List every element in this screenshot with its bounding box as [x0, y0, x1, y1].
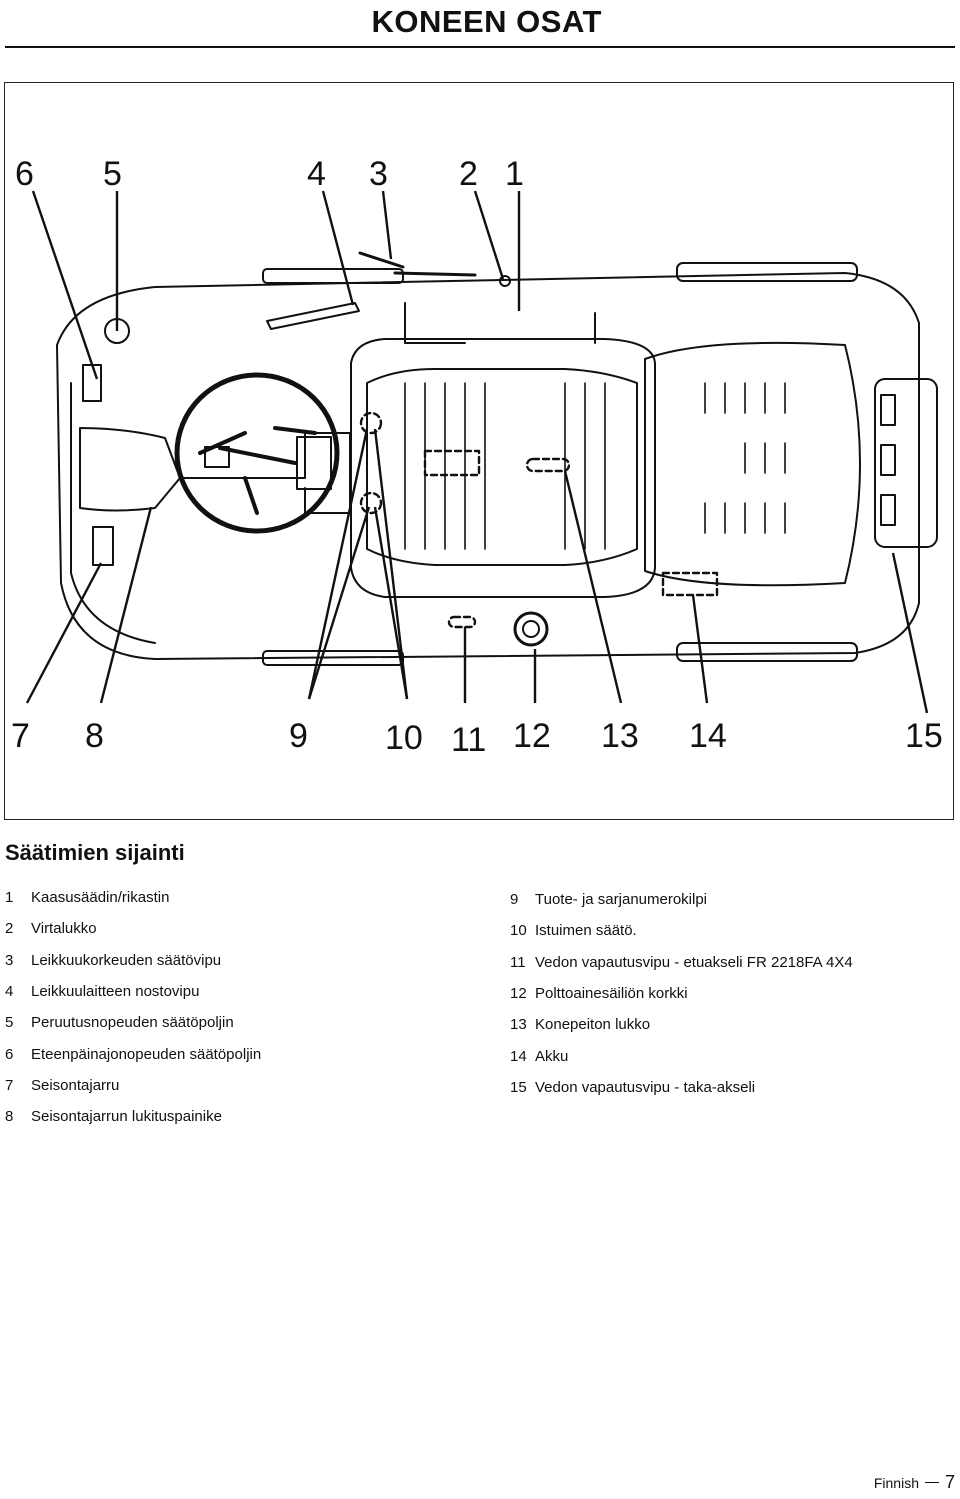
legend-item: 15 Vedon vapautusvipu - taka-akseli	[510, 1072, 853, 1103]
legend-num: 12	[510, 985, 527, 1003]
legend-num: 2	[5, 920, 14, 938]
legend-label: Seisontajarru	[31, 1076, 120, 1094]
legend-label: Eteenpäinajonopeuden säätöpoljin	[31, 1045, 262, 1063]
legend-item: 11 Vedon vapautusvipu - etuakseli FR 2218…	[510, 947, 853, 978]
legend-num: 14	[510, 1047, 527, 1065]
machine-diagram: 6 5 4 3 2 1 7 8 9 10 11 12 13 14 15	[4, 82, 954, 820]
legend-num: 4	[5, 983, 14, 1001]
legend-label: Seisontajarrun lukituspainike	[31, 1108, 222, 1126]
legend-num: 10	[510, 922, 527, 940]
legend-item: 6 Eteenpäinajonopeuden säätöpoljin	[5, 1038, 261, 1069]
legend-label: Peruutusnopeuden säätöpoljin	[31, 1014, 234, 1032]
legend-label: Vedon vapautusvipu - taka-akseli	[535, 1078, 756, 1096]
legend-item: 7 Seisontajarru	[5, 1070, 261, 1101]
legend-label: Leikkuulaitteen nostovipu	[31, 983, 200, 1001]
callout-11: 11	[451, 721, 486, 759]
legend-item: 8 Seisontajarrun lukituspainike	[5, 1101, 261, 1132]
legend-num: 3	[5, 951, 14, 969]
legend-right: 9 Tuote- ja sarjanumerokilpi 10 Istuimen s…	[510, 884, 853, 1103]
callout-12: 12	[513, 717, 551, 755]
legend-label: Akku	[535, 1047, 569, 1065]
legend-num: 13	[510, 1016, 527, 1034]
page-title: KONEEN OSAT	[371, 4, 602, 39]
legend-item: 9 Tuote- ja sarjanumerokilpi	[510, 884, 853, 915]
legend-item: 14 Akku	[510, 1040, 853, 1071]
legend-label: Virtalukko	[31, 920, 97, 938]
callout-4: 4	[307, 155, 326, 193]
legend-label: Polttoainesäiliön korkki	[535, 985, 688, 1003]
footer-dash	[924, 1482, 939, 1483]
page-footer: Finnish 7	[874, 1472, 955, 1493]
section-title: Säätimien sijainti	[5, 840, 185, 865]
legend-num: 9	[510, 891, 519, 909]
callout-3: 3	[369, 155, 388, 193]
legend-item: 13 Konepeiton lukko	[510, 1009, 853, 1040]
legend-label: Kaasusäädin/rikastin	[31, 889, 170, 907]
legend-item: 4 Leikkuulaitteen nostovipu	[5, 976, 261, 1007]
page-number: 7	[944, 1472, 955, 1492]
callout-5: 5	[103, 155, 122, 193]
legend-num: 7	[5, 1076, 14, 1094]
legend-num: 6	[5, 1045, 14, 1063]
callout-7: 7	[11, 717, 30, 755]
legend-num: 11	[510, 953, 526, 971]
legend-item: 3 Leikkuukorkeuden säätövipu	[5, 945, 261, 976]
legend-item: 5 Peruutusnopeuden säätöpoljin	[5, 1007, 261, 1038]
legend-item: 10 Istuimen säätö.	[510, 915, 853, 946]
callout-14: 14	[689, 717, 727, 755]
legend-item: 1 Kaasusäädin/rikastin	[5, 882, 261, 913]
legend-num: 5	[5, 1014, 14, 1032]
callout-10: 10	[385, 719, 423, 757]
tractor-top-view-drawing: 6 5 4 3 2 1 7 8 9 10 11 12 13 14 15	[11, 155, 943, 759]
callout-8: 8	[85, 717, 104, 755]
legend-label: Konepeiton lukko	[535, 1016, 651, 1034]
callout-15: 15	[905, 717, 943, 755]
legend-label: Tuote- ja sarjanumerokilpi	[535, 891, 708, 909]
legend-label: Vedon vapautusvipu - etuakseli FR 2218FA…	[535, 953, 853, 971]
footer-language: Finnish	[873, 1474, 919, 1491]
legend-label: Istuimen säätö.	[535, 922, 637, 940]
callout-6: 6	[15, 155, 34, 193]
legend-num: 1	[5, 889, 14, 907]
callout-9: 9	[289, 717, 308, 755]
legend-label: Leikkuukorkeuden säätövipu	[31, 951, 222, 969]
legend-item: 2 Virtalukko	[5, 913, 261, 944]
header-rule	[5, 46, 955, 48]
callout-2: 2	[459, 155, 478, 193]
legend-item: 12 Polttoainesäiliön korkki	[510, 978, 853, 1009]
legend-num: 15	[510, 1078, 527, 1096]
legend-num: 8	[5, 1108, 14, 1126]
callout-1: 1	[505, 155, 524, 193]
callout-13: 13	[601, 717, 639, 755]
